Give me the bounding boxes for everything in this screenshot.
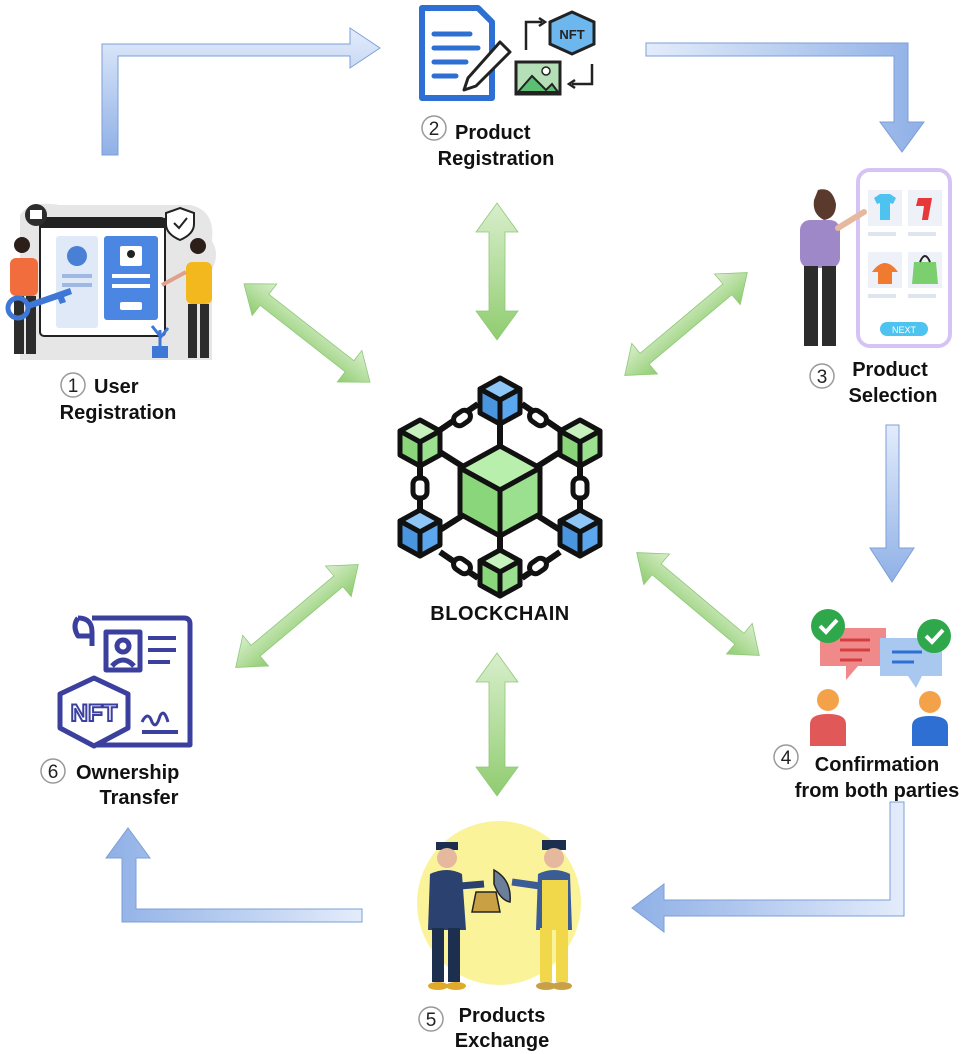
link-arrow-product-registration (475, 202, 519, 341)
step-5-number-badge (418, 1006, 444, 1032)
step-3-number-badge (809, 363, 835, 389)
ownership-transfer-illustration (57, 615, 193, 749)
next-button (880, 322, 928, 336)
pen-icon (462, 40, 512, 92)
document-icon (419, 5, 495, 101)
step-1-label: 1 User Registration (60, 372, 177, 424)
certificate-nft-text: NFT (71, 700, 118, 727)
step-6-title-line1: Ownership (76, 762, 179, 784)
step-6-title-line2: Transfer (100, 787, 179, 809)
step-5-title-line2: Exchange (455, 1030, 549, 1052)
next-button-label: NEXT (892, 325, 917, 335)
step-2-title-line2: Registration (438, 148, 555, 170)
blockchain-label: BLOCKCHAIN (430, 603, 569, 625)
person-right-icon (919, 691, 941, 713)
step-3-label: 3 Product Selection (809, 359, 938, 407)
step-4-title-line1: Confirmation (815, 754, 939, 776)
step-1-number: 1 (68, 376, 79, 397)
link-arrow-ownership-transfer (235, 564, 359, 668)
step-5-label: 5 Products Exchange (418, 1005, 549, 1052)
flow-arrow-1-to-2 (101, 27, 381, 156)
link-arrow-products-exchange (475, 652, 519, 797)
nft-badge-icon (548, 10, 596, 56)
check-left-icon (811, 609, 845, 643)
link-arrow-user-registration (243, 283, 371, 383)
link-arrows (235, 202, 760, 797)
step-4-label: 4 Confirmation from both parties (773, 744, 959, 802)
product-selection-illustration: NEXT (800, 168, 952, 348)
blockchain-icon (397, 375, 603, 599)
step-4-number-badge (773, 744, 799, 770)
step-5-title-line1: Products (459, 1005, 546, 1027)
nft-badge-text: NFT (559, 27, 584, 42)
step-2-label: 2 Product Registration (421, 115, 555, 170)
step-2-number: 2 (429, 119, 440, 140)
step-6-number-badge (40, 758, 66, 784)
step-3-title-line1: Product (852, 359, 928, 381)
step-1-number-badge (60, 372, 86, 398)
certificate-icon (92, 615, 193, 748)
link-arrow-confirmation (636, 552, 760, 656)
link-arrow-product-selection (624, 272, 748, 376)
person-left-icon (817, 689, 839, 711)
products-exchange-illustration (417, 821, 581, 990)
flow-arrow-2-to-3 (645, 42, 925, 153)
flow-arrows (101, 27, 925, 933)
product-registration-illustration: NFT (419, 5, 596, 101)
step-4-title-line2: from both parties (795, 780, 959, 802)
step-6-number: 6 (48, 762, 59, 783)
flow-arrow-5-to-6 (105, 827, 363, 923)
confirmation-illustration (810, 609, 951, 746)
step-6-label: 6 Ownership Transfer (40, 758, 179, 809)
user-registration-illustration (5, 203, 216, 360)
flow-arrow-4-to-5 (631, 801, 905, 933)
check-right-icon (917, 619, 951, 653)
step-1-title-line1: User (94, 376, 139, 398)
nft-hexagon-icon (57, 675, 131, 749)
step-3-number: 3 (817, 367, 828, 388)
id-photo-icon (103, 629, 143, 673)
flow-arrow-3-to-4 (869, 424, 915, 583)
step-2-title-line1: Product (455, 122, 531, 144)
step-4-number: 4 (781, 748, 792, 769)
step-5-number: 5 (426, 1010, 437, 1031)
step-1-title-line2: Registration (60, 402, 177, 424)
step-3-title-line2: Selection (849, 385, 938, 407)
step-2-number-badge (421, 115, 447, 141)
